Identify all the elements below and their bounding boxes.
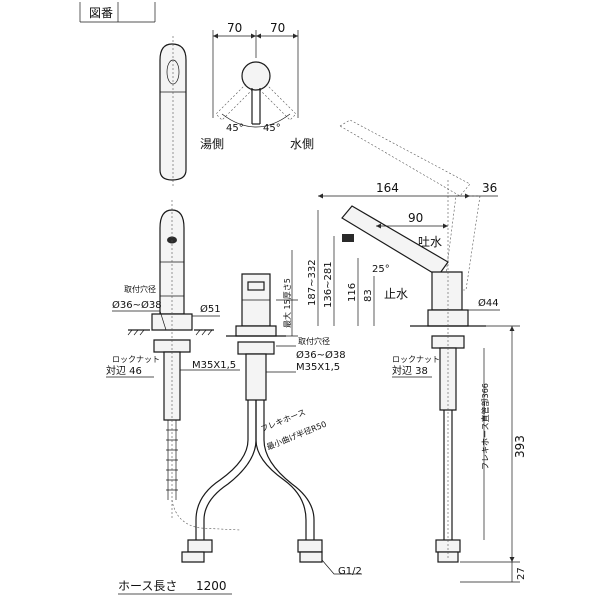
front-mount-hole-value: Ø36~Ø38 [112, 299, 162, 311]
dim-90: 90 [408, 211, 423, 225]
middle-thread: M35X1,5 [296, 362, 340, 373]
angle-25: 25° [372, 264, 390, 275]
angle-45-left: 45° [226, 123, 244, 134]
side-base-diameter: Ø44 [478, 297, 499, 309]
front-lock-nut-value: 対辺 46 [106, 364, 142, 377]
dim-136-281: 136~281 [323, 261, 334, 308]
dim-116: 116 [347, 283, 358, 302]
max-thickness-label: 最大 15厚さ5 [282, 278, 292, 328]
hot-side-label: 湯側 [200, 137, 224, 151]
dim-83: 83 [363, 289, 374, 302]
middle-mount-hole-label: 取付穴径 [298, 336, 330, 346]
hose-length-value: 1200 [196, 579, 227, 593]
dim-70-right: 70 [270, 21, 285, 35]
dim-70-left: 70 [227, 21, 242, 35]
front-base-diameter: Ø51 [200, 303, 221, 315]
stop-label: 止水 [384, 287, 408, 301]
front-thread: M35X1,5 [192, 360, 236, 371]
hose-length-label: ホース長さ [118, 579, 177, 593]
front-mount-hole-label: 取付穴径 [124, 284, 156, 294]
dim-164: 164 [376, 181, 399, 195]
handle-rotation-view: 70 70 45° 45° 湯側 水側 [200, 21, 314, 151]
side-view: 164 36 90 吐水 25° 止水 187~332 136~281 116 … [307, 119, 527, 583]
dim-27: 27 [516, 567, 527, 580]
dim-36: 36 [482, 181, 497, 195]
angle-45-right: 45° [263, 123, 281, 134]
side-lock-nut-value: 対辺 38 [392, 364, 428, 377]
dim-393: 393 [513, 435, 527, 458]
front-view: 取付穴径 Ø36~Ø38 Ø51 M35X1,5 ロックナット 対辺 46 [106, 200, 241, 531]
thread-size-label: G1/2 [338, 566, 362, 577]
dim-187-332: 187~332 [307, 259, 318, 306]
cold-side-label: 水側 [290, 137, 314, 151]
flex-hose-length: フレキホース直管部366 [480, 383, 490, 470]
title-block-label: 図番 [89, 6, 113, 20]
handle-side-view [159, 36, 187, 186]
front-lock-nut-label: ロックナット [112, 355, 160, 364]
spout-label: 吐水 [418, 235, 442, 249]
side-lock-nut-label: ロックナット [392, 355, 440, 364]
title-block: 図番 [79, 2, 156, 23]
middle-mount-hole-value: Ø36~Ø38 [296, 349, 346, 361]
